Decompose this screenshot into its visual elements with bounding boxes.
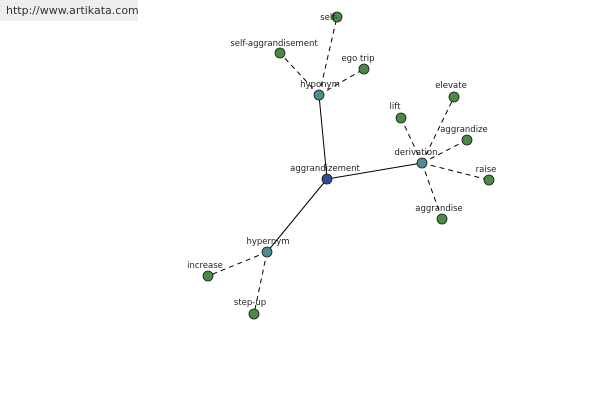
edge-hypernym-leaf	[207, 251, 268, 277]
leaf-label: lift	[390, 102, 402, 112]
edge-root-hypernym	[266, 178, 328, 253]
leaf-label: ego trip	[341, 54, 374, 64]
leaf-label: elevate	[435, 81, 467, 91]
edge-hypernym-leaf	[253, 251, 268, 315]
nodes-layer	[202, 11, 495, 320]
category-label-derivation: derivation	[394, 148, 437, 158]
leaf-node[interactable]	[274, 47, 286, 59]
leaf-node[interactable]	[483, 174, 495, 186]
source-url-banner: http://www.artikata.com	[0, 0, 139, 21]
leaf-label: self-	[320, 13, 338, 23]
leaf-label: aggrandise	[415, 204, 463, 214]
edge-root-derivation	[326, 162, 423, 180]
leaf-node[interactable]	[461, 134, 473, 146]
category-node-hyponym[interactable]	[313, 89, 325, 101]
leaf-label: raise	[476, 165, 497, 175]
category-label-hypernym: hypernym	[246, 237, 289, 247]
leaf-node[interactable]	[358, 63, 370, 75]
leaf-label: self-aggrandisement	[230, 39, 318, 49]
leaf-label: step-up	[234, 298, 266, 308]
edge-derivation-leaf	[421, 162, 443, 220]
leaf-node[interactable]	[331, 11, 343, 23]
edge-hyponym-leaf	[318, 16, 338, 96]
category-node-hypernym[interactable]	[261, 246, 273, 258]
category-label-hyponym: hyponym	[300, 80, 340, 90]
edges-layer	[207, 16, 490, 315]
category-node-derivation[interactable]	[416, 157, 428, 169]
leaf-node[interactable]	[436, 213, 448, 225]
leaf-node[interactable]	[395, 112, 407, 124]
labels-layer: self-self-aggrandisement ego trip hyponym l…	[187, 13, 496, 308]
leaf-label: increase	[187, 261, 223, 271]
leaf-node[interactable]	[248, 308, 260, 320]
leaf-node[interactable]	[202, 270, 214, 282]
root-node[interactable]	[321, 173, 333, 185]
leaf-label: aggrandize	[440, 125, 488, 135]
edge-root-hyponym	[318, 94, 328, 180]
leaf-node[interactable]	[448, 91, 460, 103]
root-label: aggrandizement	[290, 164, 360, 174]
edge-hyponym-leaf	[279, 52, 320, 96]
edge-derivation-leaf	[421, 162, 490, 181]
edge-derivation-leaf	[421, 96, 455, 164]
